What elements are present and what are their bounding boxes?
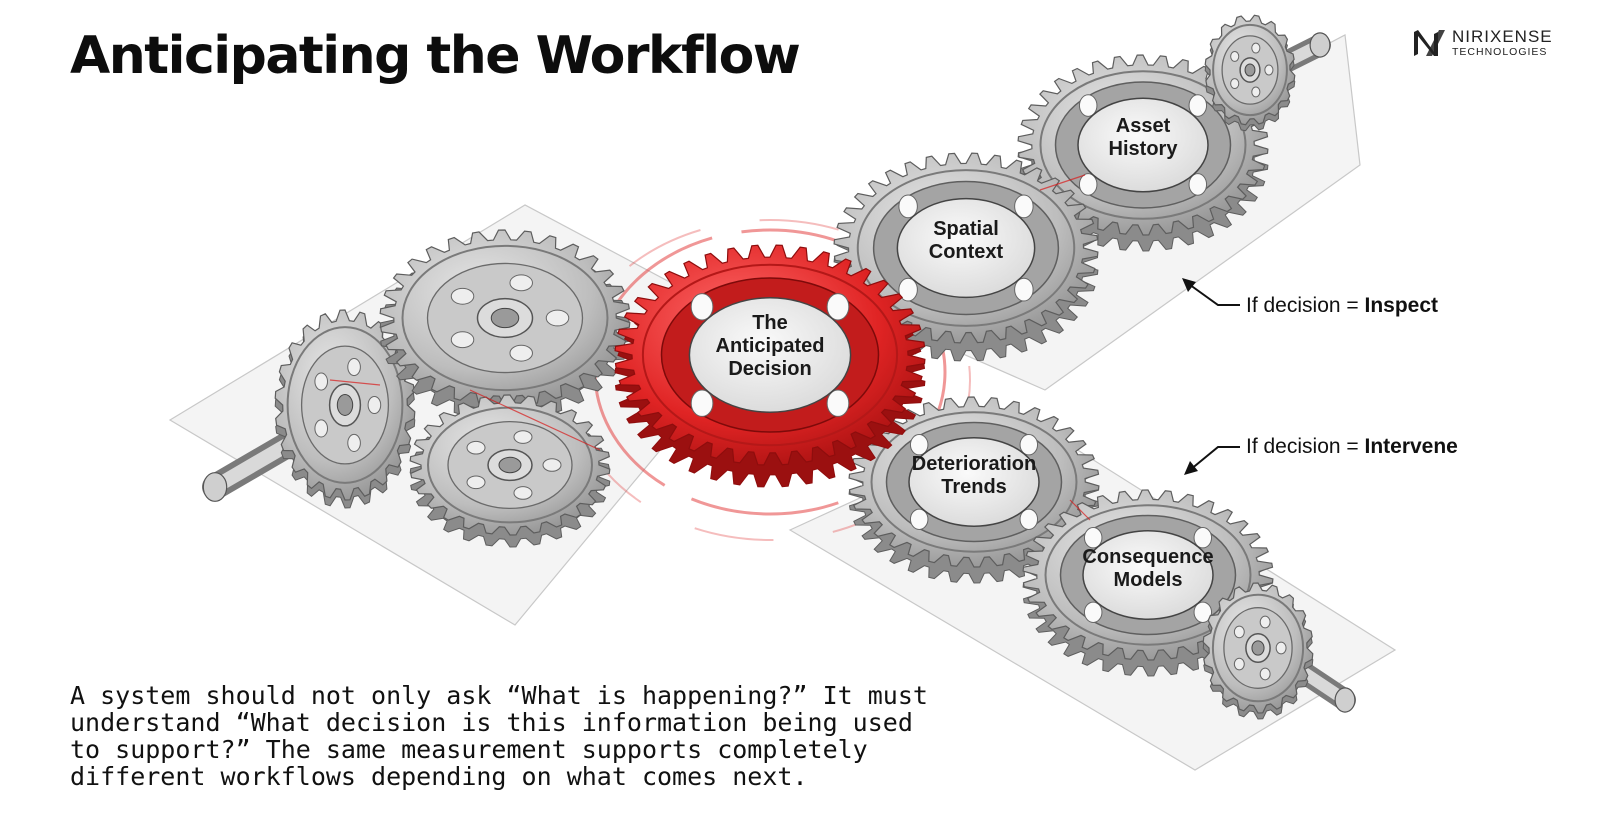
red-construction-line (329, 379, 381, 386)
lower-right-pinion-gear (1202, 582, 1314, 720)
consequence-models-label-line2: Models (1114, 569, 1183, 591)
red-construction-line (469, 389, 601, 451)
anticipated-decision-gear (614, 244, 926, 488)
center-gear-label-line2: Anticipated (716, 335, 825, 357)
inspect-arrowhead (1182, 278, 1196, 292)
intervene-arrowhead (1184, 461, 1198, 475)
inspect-branch-label: If decision = Inspect (1246, 294, 1439, 317)
logo-subtitle: TECHNOLOGIES (1452, 46, 1548, 58)
deterioration-trends-label-line1: Deterioration (912, 453, 1036, 475)
left-pinion-gear (274, 309, 416, 509)
company-logo: NIRIXENSE TECHNOLOGIES (1412, 26, 1562, 62)
spatial-context-label-line2: Context (929, 241, 1004, 263)
body-line: different workflows depending on what co… (70, 762, 808, 791)
center-gear-label-line3: Decision (728, 358, 811, 380)
consequence-models-label-line1: Consequence (1082, 546, 1213, 568)
upper-right-pinion-gear (1204, 14, 1296, 132)
slide-title: Anticipating the Workflow (70, 26, 801, 86)
deterioration-trends-label-line2: Trends (941, 476, 1007, 498)
intervene-decision: Intervene (1364, 435, 1458, 458)
logo-name: NIRIXENSE (1452, 27, 1553, 46)
inspect-arrow (1185, 281, 1240, 306)
center-gear-label-line1: The (752, 312, 788, 334)
spatial-context-label-line1: Spatial (933, 218, 999, 240)
red-construction-line (1069, 499, 1091, 521)
body-paragraph: A system should not only ask “What is ha… (70, 682, 1020, 790)
body-line: to support?” The same measurement suppor… (70, 735, 868, 764)
logo-mark-icon (1414, 30, 1445, 56)
inspect-decision: Inspect (1364, 294, 1439, 317)
left-lower-gear (409, 394, 611, 548)
asset-history-label-line1: Asset (1116, 115, 1171, 137)
body-line: A system should not only ask “What is ha… (70, 681, 928, 710)
asset-history-label-line2: History (1109, 138, 1179, 160)
intervene-branch-label: If decision = Intervene (1246, 435, 1458, 458)
left-upper-gear (379, 229, 631, 421)
body-line: understand “What decision is this inform… (70, 708, 913, 737)
intervene-arrow (1189, 446, 1240, 471)
red-construction-line (1039, 174, 1086, 191)
